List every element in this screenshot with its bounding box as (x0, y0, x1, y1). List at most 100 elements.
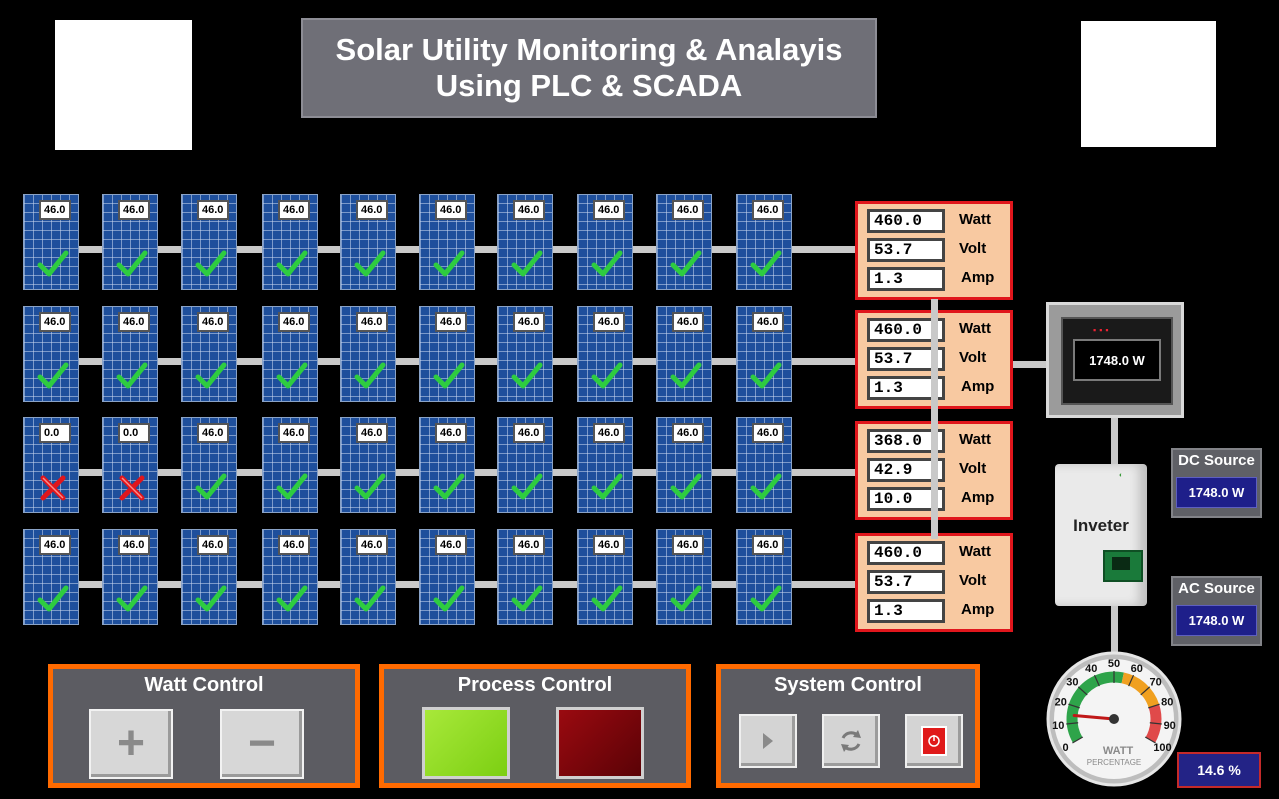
pv-panel[interactable]: 46.0 (102, 529, 158, 625)
check-icon (510, 582, 544, 616)
gauge-tick (1140, 686, 1151, 696)
page-title: Solar Utility Monitoring & Analayis Usin… (301, 18, 877, 118)
pv-panel[interactable]: 46.0 (656, 529, 712, 625)
pv-panel-value: 46.0 (197, 535, 229, 555)
system-run-button[interactable] (739, 714, 797, 768)
pv-panel[interactable]: 46.0 (419, 194, 475, 290)
process-start-button[interactable] (422, 707, 510, 779)
dc-source-title: DC Source (1178, 452, 1255, 469)
pv-panel[interactable]: 46.0 (102, 306, 158, 402)
pv-panel[interactable]: 46.0 (419, 529, 475, 625)
volt-value: 53.7 (867, 570, 945, 594)
gauge-tick-label: 30 (1066, 677, 1078, 689)
pv-panel[interactable]: 0.0 (102, 417, 158, 513)
pv-panel[interactable]: 46.0 (23, 194, 79, 290)
system-reset-button[interactable] (822, 714, 880, 768)
meter-to-inverter-wire (1013, 361, 1049, 368)
pv-panel-value: 46.0 (356, 535, 388, 555)
pv-panel[interactable]: 46.0 (181, 306, 237, 402)
pv-panel-value: 46.0 (39, 200, 71, 220)
pv-panel[interactable]: 46.0 (497, 529, 553, 625)
pv-panel-value: 46.0 (513, 312, 545, 332)
check-icon (590, 247, 624, 281)
inverter-lcd (1103, 550, 1143, 582)
pv-panel[interactable]: 46.0 (340, 417, 396, 513)
pv-panel[interactable]: 46.0 (656, 417, 712, 513)
gauge-orange-band (1121, 672, 1160, 708)
pv-panel[interactable]: 46.0 (262, 306, 318, 402)
pv-panel[interactable]: 46.0 (736, 529, 792, 625)
pv-panel[interactable]: 46.0 (656, 194, 712, 290)
pv-panel[interactable]: 46.0 (262, 417, 318, 513)
inverter-unit: ◐ Inveter (1055, 464, 1147, 606)
pv-panel-value: 46.0 (672, 200, 704, 220)
watt-increase-button[interactable]: + (89, 709, 173, 779)
pv-panel[interactable]: 46.0 (181, 417, 237, 513)
inverter-display-value: 1748.0 W (1073, 339, 1161, 381)
pv-panel[interactable]: 46.0 (181, 529, 237, 625)
pv-panel[interactable]: 46.0 (577, 194, 633, 290)
check-icon (510, 247, 544, 281)
amp-value: 1.3 (867, 599, 945, 623)
gauge-tick-label: 100 (1153, 742, 1171, 754)
pv-panel[interactable]: 46.0 (262, 194, 318, 290)
pv-panel[interactable]: 46.0 (577, 306, 633, 402)
gauge-tick (1077, 686, 1088, 696)
gauge-tick (1128, 674, 1135, 687)
check-icon (353, 359, 387, 393)
pv-panel[interactable]: 46.0 (736, 194, 792, 290)
pv-panel[interactable]: 46.0 (497, 306, 553, 402)
pv-panel-value: 46.0 (39, 312, 71, 332)
pv-panel[interactable]: 46.0 (340, 529, 396, 625)
power-icon (921, 726, 947, 756)
cross-icon (115, 470, 149, 504)
check-icon (115, 359, 149, 393)
process-stop-button[interactable] (556, 707, 644, 779)
plus-icon: + (116, 717, 146, 770)
pv-panel[interactable]: 46.0 (736, 417, 792, 513)
refresh-icon (841, 730, 861, 752)
pv-panel[interactable]: 46.0 (577, 529, 633, 625)
check-icon (669, 247, 703, 281)
gauge-tick (1072, 736, 1084, 744)
system-power-button[interactable] (905, 714, 963, 768)
pv-panel-value: 46.0 (118, 312, 150, 332)
pv-panel[interactable]: 46.0 (497, 417, 553, 513)
pv-panel-value: 0.0 (39, 423, 71, 443)
pv-panel-value: 46.0 (513, 535, 545, 555)
gauge-tick (1149, 722, 1162, 725)
pv-panel[interactable]: 0.0 (23, 417, 79, 513)
title-line-1: Solar Utility Monitoring & Analayis (335, 32, 843, 67)
pv-panel[interactable]: 46.0 (497, 194, 553, 290)
check-icon (353, 247, 387, 281)
check-icon (432, 247, 466, 281)
gauge-tick (1148, 703, 1160, 709)
amp-value: 1.3 (867, 267, 945, 291)
check-icon (432, 582, 466, 616)
pv-panel[interactable]: 46.0 (23, 306, 79, 402)
pv-panel[interactable]: 46.0 (102, 194, 158, 290)
pv-panel[interactable]: 46.0 (577, 417, 633, 513)
pv-panel[interactable]: 46.0 (181, 194, 237, 290)
process-control-title: Process Control (457, 674, 613, 696)
pv-panel[interactable]: 46.0 (419, 417, 475, 513)
watt-decrease-button[interactable]: − (220, 709, 304, 779)
gauge-tick (1066, 722, 1079, 725)
check-icon (353, 582, 387, 616)
pv-panel-value: 46.0 (435, 200, 467, 220)
pv-panel[interactable]: 46.0 (262, 529, 318, 625)
pv-panel[interactable]: 46.0 (656, 306, 712, 402)
volt-unit: Volt (959, 460, 987, 477)
pv-panel-value: 46.0 (593, 535, 625, 555)
pv-panel[interactable]: 46.0 (340, 306, 396, 402)
pv-panel-value: 46.0 (513, 423, 545, 443)
pv-panel[interactable]: 46.0 (340, 194, 396, 290)
pv-panel[interactable]: 46.0 (23, 529, 79, 625)
pv-panel-value: 46.0 (197, 423, 229, 443)
pv-panel[interactable]: 46.0 (736, 306, 792, 402)
pv-panel[interactable]: 46.0 (419, 306, 475, 402)
check-icon (432, 359, 466, 393)
